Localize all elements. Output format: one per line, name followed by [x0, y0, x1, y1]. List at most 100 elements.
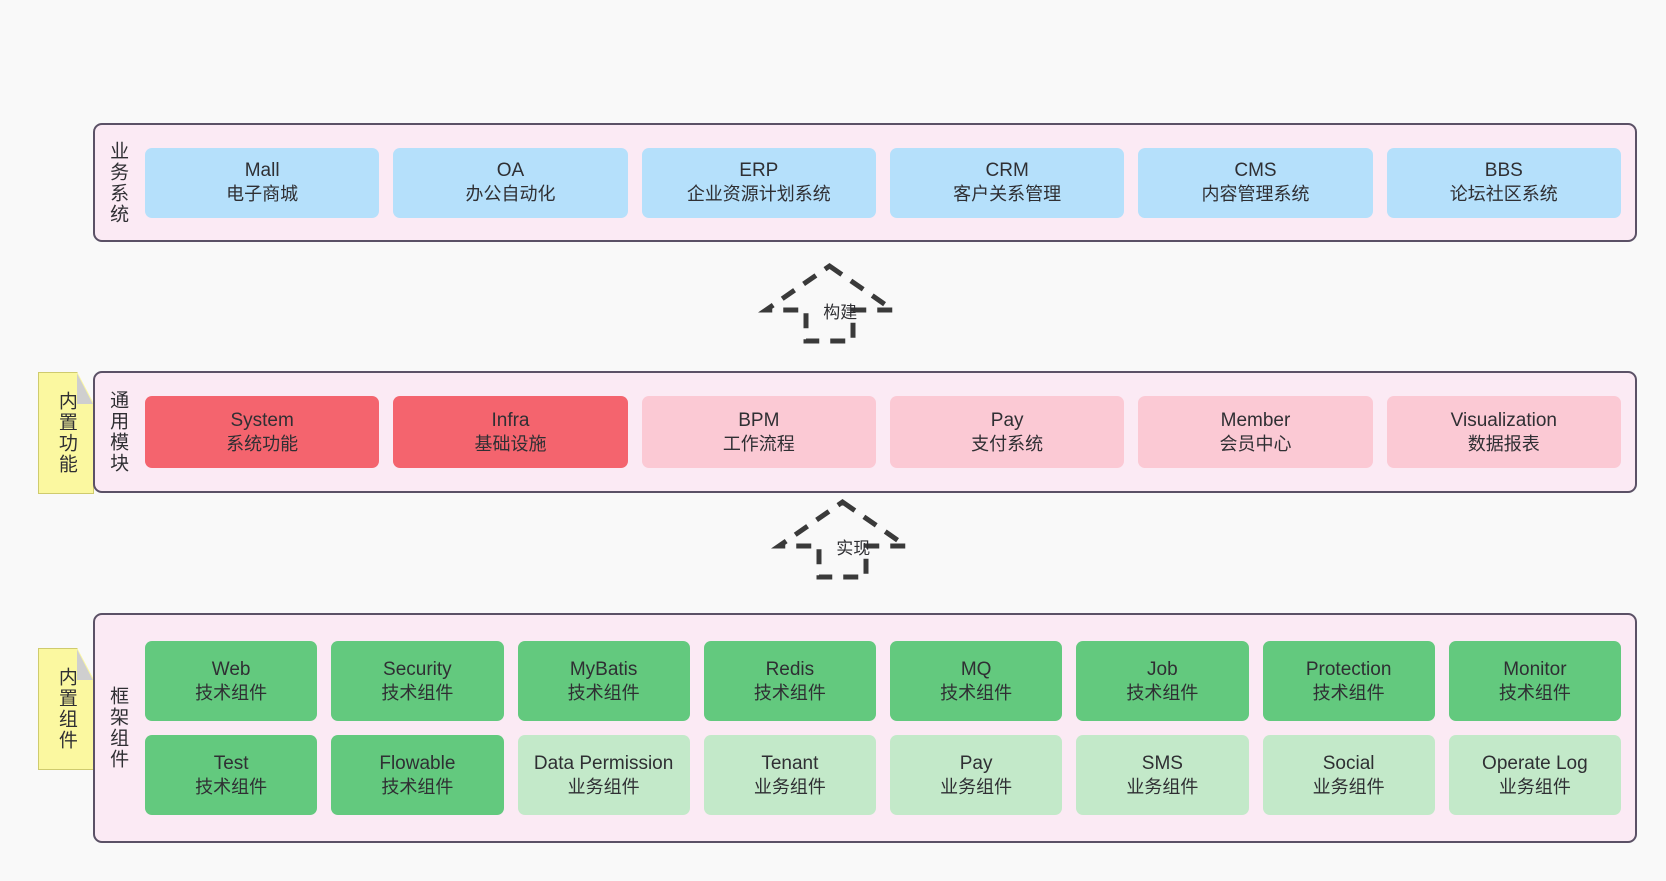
note-fold-icon: [76, 373, 93, 405]
layer-business-system: 业务系统 Mall 电子商城 OA 办公自动化 ERP 企业资源计划系统 CRM…: [93, 123, 1637, 242]
card-crm[interactable]: CRM 客户关系管理: [889, 147, 1125, 218]
card-redis[interactable]: Redis 技术组件: [703, 641, 876, 721]
card-title: Pay: [959, 752, 993, 774]
card-flowable[interactable]: Flowable 技术组件: [331, 735, 504, 815]
card-subtitle: 数据报表: [1467, 433, 1540, 454]
card-job[interactable]: Job 技术组件: [1076, 641, 1249, 721]
card-subtitle: 基础设施: [474, 433, 547, 454]
card-system[interactable]: System 系统功能: [145, 396, 380, 468]
card-title: Redis: [765, 658, 815, 680]
card-subtitle: 技术组件: [1498, 682, 1571, 703]
card-title: SMS: [1141, 752, 1183, 774]
arrow-label-implement: 实现: [836, 539, 871, 558]
card-subtitle: 业务组件: [1312, 776, 1385, 797]
card-title: MQ: [960, 658, 992, 680]
card-infra[interactable]: Infra 基础设施: [393, 396, 628, 468]
card-title: Social: [1322, 752, 1375, 774]
card-security[interactable]: Security 技术组件: [331, 641, 504, 721]
card-cms[interactable]: CMS 内容管理系统: [1138, 147, 1373, 218]
card-title: Tenant: [761, 752, 819, 774]
card-member[interactable]: Member 会员中心: [1138, 396, 1373, 468]
card-erp[interactable]: ERP 企业资源计划系统: [641, 147, 876, 218]
card-title: Visualization: [1450, 409, 1557, 431]
card-subtitle: 技术组件: [1312, 682, 1385, 703]
card-title: Infra: [491, 409, 530, 431]
card-subtitle: 内容管理系统: [1201, 184, 1310, 205]
card-subtitle: 技术组件: [381, 776, 454, 797]
card-subtitle: 技术组件: [195, 682, 268, 703]
card-operate-log[interactable]: Operate Log 业务组件: [1448, 735, 1621, 815]
note-label: 内置功能: [55, 391, 77, 475]
card-subtitle: 论坛社区系统: [1449, 184, 1558, 205]
card-row: System 系统功能 Infra 基础设施 BPM 工作流程 Pay 支付系统…: [145, 396, 1621, 468]
card-title: Web: [211, 658, 251, 680]
card-subtitle: 业务组件: [1126, 776, 1199, 797]
layer-body-business: Mall 电子商城 OA 办公自动化 ERP 企业资源计划系统 CRM 客户关系…: [139, 125, 1635, 240]
card-row: Web 技术组件 Security 技术组件 MyBatis 技术组件 Redi…: [145, 641, 1621, 721]
card-pay-business[interactable]: Pay 业务组件: [890, 735, 1063, 815]
card-subtitle: 技术组件: [195, 776, 268, 797]
card-mall[interactable]: Mall 电子商城: [145, 147, 380, 218]
card-bbs[interactable]: BBS 论坛社区系统: [1386, 147, 1621, 218]
card-title: Monitor: [1503, 658, 1567, 680]
card-title: Protection: [1305, 658, 1392, 680]
card-monitor[interactable]: Monitor 技术组件: [1448, 641, 1621, 721]
card-subtitle: 技术组件: [1126, 682, 1199, 703]
card-mq[interactable]: MQ 技术组件: [890, 641, 1063, 721]
card-title: Operate Log: [1482, 752, 1588, 774]
card-title: Pay: [990, 409, 1024, 431]
card-bpm[interactable]: BPM 工作流程: [641, 396, 876, 468]
note-builtin-components: 内置组件: [38, 648, 94, 770]
card-protection[interactable]: Protection 技术组件: [1262, 641, 1435, 721]
card-visualization[interactable]: Visualization 数据报表: [1386, 396, 1621, 468]
layer-body-common: System 系统功能 Infra 基础设施 BPM 工作流程 Pay 支付系统…: [139, 373, 1635, 491]
layer-title-common: 通用模块: [107, 390, 129, 474]
card-oa[interactable]: OA 办公自动化: [393, 147, 628, 218]
card-subtitle: 业务组件: [1498, 776, 1571, 797]
card-subtitle: 业务组件: [567, 776, 640, 797]
card-title: BBS: [1484, 160, 1523, 182]
card-subtitle: 业务组件: [940, 776, 1013, 797]
card-title: ERP: [739, 160, 779, 182]
note-builtin-features: 内置功能: [38, 372, 94, 494]
card-title: Security: [383, 658, 452, 680]
card-title: Data Permission: [533, 752, 674, 774]
card-row: Mall 电子商城 OA 办公自动化 ERP 企业资源计划系统 CRM 客户关系…: [145, 147, 1621, 218]
card-social[interactable]: Social 业务组件: [1262, 735, 1435, 815]
card-subtitle: 技术组件: [753, 682, 826, 703]
card-web[interactable]: Web 技术组件: [145, 641, 318, 721]
arrow-label-build: 构建: [823, 303, 858, 322]
layer-common-module: 通用模块 System 系统功能 Infra 基础设施 BPM 工作流程 Pay…: [93, 371, 1637, 493]
card-tenant[interactable]: Tenant 业务组件: [703, 735, 876, 815]
card-subtitle: 技术组件: [567, 682, 640, 703]
card-title: CRM: [985, 160, 1029, 182]
card-subtitle: 企业资源计划系统: [686, 184, 831, 205]
card-title: System: [230, 409, 294, 431]
card-title: Test: [213, 752, 249, 774]
card-subtitle: 工作流程: [722, 433, 795, 454]
card-title: Job: [1147, 658, 1178, 680]
card-subtitle: 支付系统: [971, 433, 1044, 454]
card-mybatis[interactable]: MyBatis 技术组件: [517, 641, 690, 721]
layer-title-business: 业务系统: [107, 140, 129, 225]
card-title: BPM: [738, 409, 780, 431]
card-subtitle: 技术组件: [381, 682, 454, 703]
dashed-hollow-arrow-icon: [758, 262, 901, 344]
layer-framework-component: 框架组件 Web 技术组件 Security 技术组件 MyBatis 技术组件…: [93, 613, 1637, 843]
card-subtitle: 技术组件: [940, 682, 1013, 703]
card-pay[interactable]: Pay 支付系统: [889, 396, 1125, 468]
card-title: MyBatis: [569, 658, 638, 680]
card-data-permission[interactable]: Data Permission 业务组件: [517, 735, 690, 815]
card-sms[interactable]: SMS 业务组件: [1076, 735, 1249, 815]
card-subtitle: 业务组件: [753, 776, 826, 797]
card-test[interactable]: Test 技术组件: [145, 735, 318, 815]
card-title: Flowable: [379, 752, 456, 774]
arrow-build: 构建: [758, 262, 901, 345]
layer-title-framework: 框架组件: [107, 686, 129, 770]
card-title: CMS: [1234, 160, 1277, 182]
note-label: 内置组件: [55, 667, 77, 751]
dashed-hollow-arrow-icon: [771, 498, 914, 580]
arrow-implement: 实现: [771, 498, 914, 581]
card-subtitle: 电子商城: [226, 184, 299, 205]
